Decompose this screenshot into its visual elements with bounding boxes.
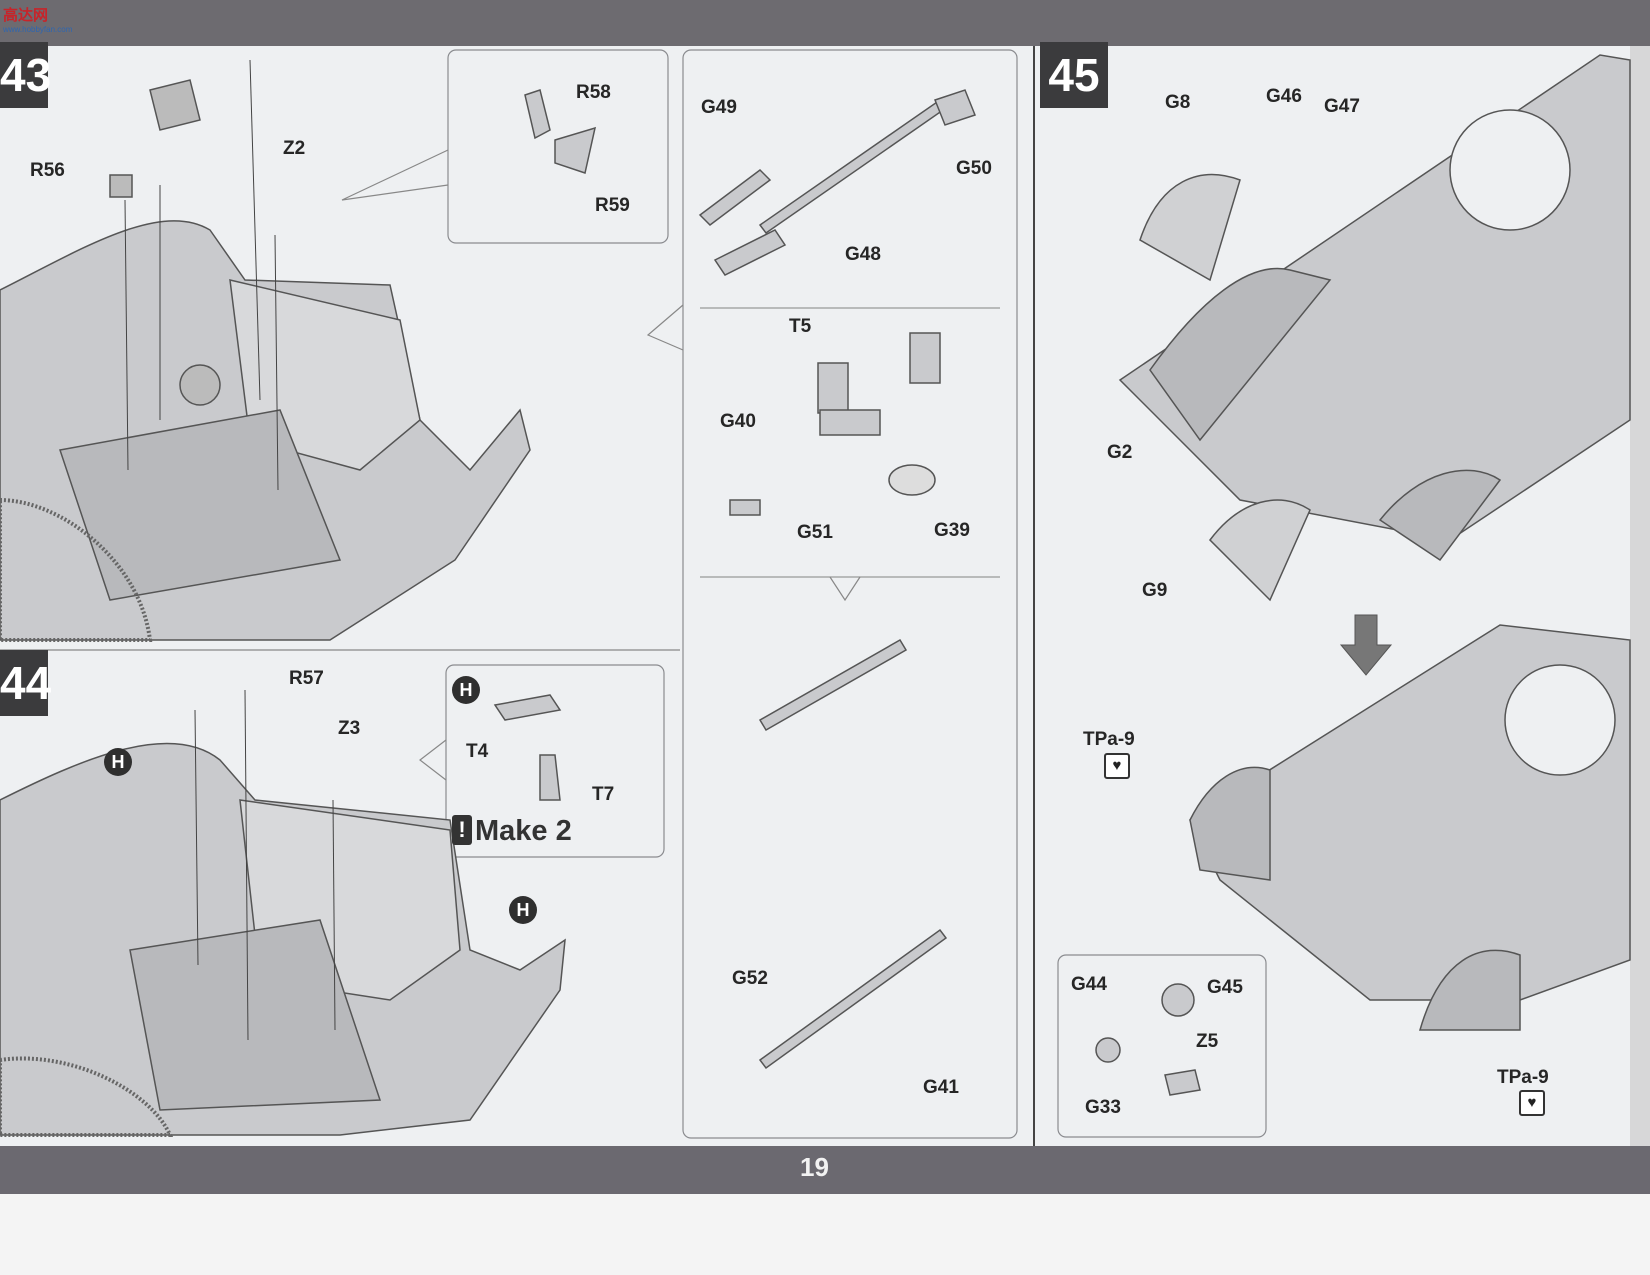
part-g51 bbox=[819, 409, 881, 436]
label-r59: R59 bbox=[595, 195, 630, 216]
part-t5-a bbox=[817, 362, 849, 414]
panel-inset-gun bbox=[682, 49, 1018, 1139]
label-g9: G9 bbox=[1142, 580, 1168, 601]
marker-h-left: H bbox=[104, 748, 132, 776]
label-g50: G50 bbox=[956, 158, 992, 179]
part-t5-b bbox=[909, 332, 941, 384]
label-z2: Z2 bbox=[283, 138, 306, 159]
label-g41: G41 bbox=[923, 1077, 959, 1098]
exclamation-icon: ! bbox=[452, 815, 472, 845]
top-band: 高达网 www.hobbyfan.com bbox=[0, 0, 1650, 46]
scan-margin bbox=[0, 1194, 1650, 1275]
hull-step43 bbox=[0, 79, 531, 642]
part-g44 bbox=[1095, 1037, 1121, 1063]
page-edge bbox=[1630, 46, 1650, 1146]
assembly-illustrations bbox=[0, 46, 1631, 1146]
part-t4 bbox=[493, 694, 562, 721]
make-2-text: Make 2 bbox=[475, 815, 572, 847]
label-g44: G44 bbox=[1071, 974, 1107, 995]
label-z5: Z5 bbox=[1196, 1031, 1219, 1052]
label-tpa9-lower: TPa-9 bbox=[1497, 1067, 1549, 1088]
label-g39: G39 bbox=[934, 520, 970, 541]
photo-etch-icon: ♥ bbox=[1104, 753, 1130, 779]
panel-inset-r58 bbox=[447, 49, 669, 244]
watermark-logo: 高达网 www.hobbyfan.com bbox=[3, 4, 72, 34]
part-t7 bbox=[539, 754, 561, 801]
page-number: 19 bbox=[800, 1152, 829, 1182]
part-g39 bbox=[888, 464, 936, 496]
make-2-note: !Make 2 bbox=[452, 815, 572, 848]
label-g52: G52 bbox=[732, 968, 768, 989]
arrow-down bbox=[1339, 614, 1393, 676]
part-g48 bbox=[713, 229, 787, 276]
step-43-badge: 43 bbox=[0, 42, 51, 108]
part-g48-barrel bbox=[758, 98, 948, 235]
step-44-badge: 44 bbox=[0, 650, 51, 716]
gun-subassembly-b bbox=[758, 928, 948, 1070]
part-g49 bbox=[698, 169, 772, 226]
label-g46: G46 bbox=[1266, 86, 1302, 107]
label-z3: Z3 bbox=[338, 718, 361, 739]
label-g51: G51 bbox=[797, 522, 833, 543]
watermark-site: www.hobbyfan.com bbox=[3, 25, 73, 34]
marker-h-inset: H bbox=[452, 676, 480, 704]
label-r56: R56 bbox=[30, 160, 65, 181]
photo-etch-icon-2: ♥ bbox=[1519, 1090, 1545, 1116]
label-g49: G49 bbox=[701, 97, 737, 118]
part-g45 bbox=[1161, 983, 1195, 1017]
hull-step45 bbox=[1118, 54, 1631, 602]
label-g48: G48 bbox=[845, 244, 881, 265]
part-g33 bbox=[1164, 1069, 1201, 1096]
marker-h-hull: H bbox=[509, 896, 537, 924]
label-tpa9-upper: TPa-9 bbox=[1083, 729, 1135, 750]
bottom-band bbox=[0, 1146, 1650, 1194]
label-r58: R58 bbox=[576, 82, 611, 103]
watermark-brand: 高达网 bbox=[3, 7, 49, 24]
part-g50 bbox=[934, 89, 976, 126]
label-g2: G2 bbox=[1107, 442, 1133, 463]
hull-step44 bbox=[0, 742, 566, 1137]
part-r59 bbox=[554, 126, 597, 174]
part-g40 bbox=[729, 499, 761, 516]
label-g47: G47 bbox=[1324, 96, 1360, 117]
label-r57: R57 bbox=[289, 668, 324, 689]
hull-step45-result bbox=[1189, 624, 1631, 1031]
label-g40: G40 bbox=[720, 411, 756, 432]
step-45-badge: 45 bbox=[1040, 42, 1108, 108]
label-t7: T7 bbox=[592, 784, 615, 805]
label-g33: G33 bbox=[1085, 1097, 1121, 1118]
label-g45: G45 bbox=[1207, 977, 1243, 998]
panel-inset-g44 bbox=[1057, 954, 1267, 1138]
label-g8: G8 bbox=[1165, 92, 1191, 113]
label-t5: T5 bbox=[789, 316, 812, 337]
label-t4: T4 bbox=[466, 741, 489, 762]
gun-subassembly-a bbox=[758, 638, 908, 732]
part-r58 bbox=[524, 89, 551, 140]
panel-inset-t4t7 bbox=[445, 664, 665, 858]
